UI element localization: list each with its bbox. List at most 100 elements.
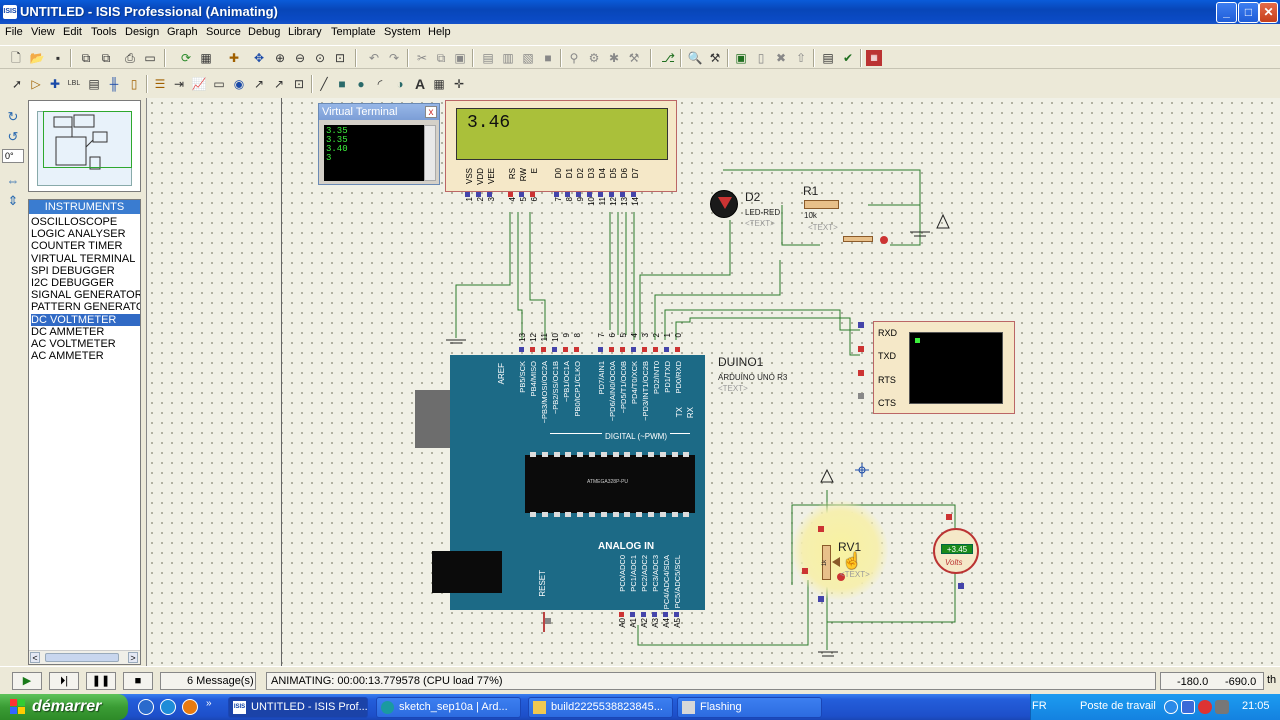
block-delete-icon[interactable]: ■	[544, 51, 552, 65]
line-icon[interactable]: ╱	[320, 77, 328, 91]
pause-button[interactable]: ❚❚	[86, 672, 116, 690]
subcircuit-icon[interactable]: ▯	[130, 77, 138, 91]
text-script-icon[interactable]: ▤	[88, 77, 100, 91]
grid-icon[interactable]: ▦	[200, 51, 212, 65]
cut-icon[interactable]: ✂	[416, 51, 428, 65]
step-button[interactable]: ⏵|	[49, 672, 79, 690]
terminal-icon[interactable]: ☰	[154, 77, 166, 91]
menu-help[interactable]: Help	[428, 26, 451, 38]
circle-icon[interactable]: ●	[357, 77, 365, 91]
open-icon[interactable]: 📂	[29, 51, 45, 65]
export-icon[interactable]: ⧉	[101, 51, 111, 65]
menu-system[interactable]: System	[384, 26, 421, 38]
instrument-item[interactable]: AC VOLTMETER	[31, 338, 116, 350]
voltage-probe-icon[interactable]: ↗	[253, 77, 265, 91]
minimize-button[interactable]: _	[1216, 2, 1237, 23]
resistor-r1[interactable]	[804, 200, 839, 209]
marker-icon[interactable]: ✛	[453, 77, 465, 91]
play-button[interactable]: ▶	[12, 672, 42, 690]
block-copy-icon[interactable]: ▤	[482, 51, 494, 65]
task-build-folder[interactable]: build2225538823845...	[528, 697, 673, 718]
task-flashing[interactable]: Flashing	[677, 697, 822, 718]
media-icon[interactable]	[160, 699, 176, 715]
menu-graph[interactable]: Graph	[167, 26, 198, 38]
potentiometer-rv1[interactable]	[822, 545, 831, 580]
maximize-button[interactable]: □	[1238, 2, 1259, 23]
remove-sheet-icon[interactable]: ✖	[775, 51, 787, 65]
isis-app-icon[interactable]: ISIS	[3, 5, 17, 19]
virtual-terminal-output[interactable]: 3.35 3.35 3.40 3	[324, 125, 424, 181]
device-pin-icon[interactable]: ⇥	[173, 77, 185, 91]
virtual-terminal-close-button[interactable]: x	[425, 106, 437, 118]
menu-design[interactable]: Design	[125, 26, 160, 38]
exit-to-parent-icon[interactable]: ⇧	[795, 51, 807, 65]
menu-library[interactable]: Library	[288, 26, 322, 38]
workstation-label[interactable]: Poste de travail	[1080, 700, 1156, 712]
menu-file[interactable]: File	[5, 26, 23, 38]
netlist-to-ares-icon[interactable]: ▦	[866, 50, 882, 66]
menu-view[interactable]: View	[31, 26, 55, 38]
menu-tools[interactable]: Tools	[91, 26, 117, 38]
firefox-icon[interactable]	[182, 699, 198, 715]
hscroll-thumb[interactable]	[45, 653, 119, 662]
path-icon[interactable]: ◑	[396, 77, 404, 91]
pushbutton[interactable]	[843, 236, 873, 242]
wire-autorouter-icon[interactable]: ⎇	[661, 51, 675, 65]
instrument-item[interactable]: DC AMMETER	[31, 325, 105, 338]
pick-device-icon[interactable]: ⚲	[569, 51, 579, 65]
menu-debug[interactable]: Debug	[248, 26, 281, 38]
instrument-item[interactable]: SIGNAL GENERATOR	[31, 289, 140, 302]
menu-template[interactable]: Template	[331, 26, 376, 38]
stop-button[interactable]: ■	[123, 672, 153, 690]
junction-icon[interactable]: ✚	[49, 77, 61, 91]
mirror-y-icon[interactable]: ⇕	[7, 193, 19, 208]
instrument-item[interactable]: AC AMMETER	[31, 350, 104, 363]
rotate-ccw-icon[interactable]: ↺	[7, 129, 19, 144]
mirror-x-icon[interactable]: ⇔	[6, 173, 20, 188]
print-icon[interactable]: ⎙	[125, 51, 135, 65]
tray-antivirus-icon[interactable]	[1198, 700, 1212, 714]
tray-network-icon[interactable]	[1164, 700, 1178, 714]
design-explorer-icon[interactable]: ▣	[735, 51, 747, 65]
task-arduino[interactable]: sketch_sep10a | Ard...	[376, 697, 521, 718]
instrument-item[interactable]: OSCILLOSCOPE	[31, 216, 118, 228]
graph-icon[interactable]: 📈	[191, 77, 207, 91]
bom-icon[interactable]: ▤	[822, 51, 834, 65]
menu-source[interactable]: Source	[206, 26, 241, 38]
instruments-hscroll[interactable]: < >	[29, 650, 140, 664]
save-icon[interactable]: ▪	[55, 51, 61, 65]
redo-icon[interactable]: ↷	[388, 51, 400, 65]
print-area-icon[interactable]: ▭	[144, 51, 156, 65]
copy-icon[interactable]: ⧉	[436, 51, 446, 65]
instrument-item[interactable]: VIRTUAL TERMINAL	[31, 252, 136, 265]
import-icon[interactable]: ⧉	[81, 51, 91, 65]
virtual-terminal-window[interactable]: Virtual Terminal x 3.35 3.35 3.40 3	[318, 103, 440, 185]
instrument-item[interactable]: DC VOLTMETER	[31, 313, 140, 326]
tray-shield-icon[interactable]	[1181, 700, 1195, 714]
tray-volume-icon[interactable]	[1215, 700, 1229, 714]
new-sheet-icon[interactable]: ▯	[757, 51, 765, 65]
start-button[interactable]: démarrer	[0, 694, 128, 720]
select-mode-icon[interactable]: ➚	[11, 77, 23, 91]
virtual-instrument-icon[interactable]: ⊡	[293, 77, 305, 91]
rotate-cw-icon[interactable]: ↻	[7, 109, 19, 124]
undo-icon[interactable]: ↶	[368, 51, 380, 65]
zoom-out-icon[interactable]: ⊖	[294, 51, 306, 65]
instrument-item[interactable]: COUNTER TIMER	[31, 240, 123, 253]
quicklaunch-more-icon[interactable]: »	[206, 698, 212, 709]
language-indicator[interactable]: FR	[1032, 700, 1047, 712]
text-icon[interactable]: A	[414, 76, 426, 92]
box-icon[interactable]: ■	[338, 77, 346, 91]
property-tool-icon[interactable]: ⚒	[709, 51, 721, 65]
origin-icon[interactable]: ✚	[228, 51, 240, 65]
electrical-check-icon[interactable]: ✔	[842, 51, 854, 65]
search-icon[interactable]: 🔍	[687, 51, 703, 65]
led-d2[interactable]	[710, 190, 738, 218]
symbol-icon[interactable]: ▦	[433, 77, 445, 91]
package-icon[interactable]: ✱	[608, 51, 620, 65]
messages-box[interactable]: 6 Message(s)	[160, 672, 256, 690]
new-icon[interactable]: 🗋	[11, 51, 21, 65]
menu-edit[interactable]: Edit	[63, 26, 82, 38]
rotation-field[interactable]: 0°	[2, 149, 24, 163]
bus-icon[interactable]: ╫	[109, 77, 119, 91]
